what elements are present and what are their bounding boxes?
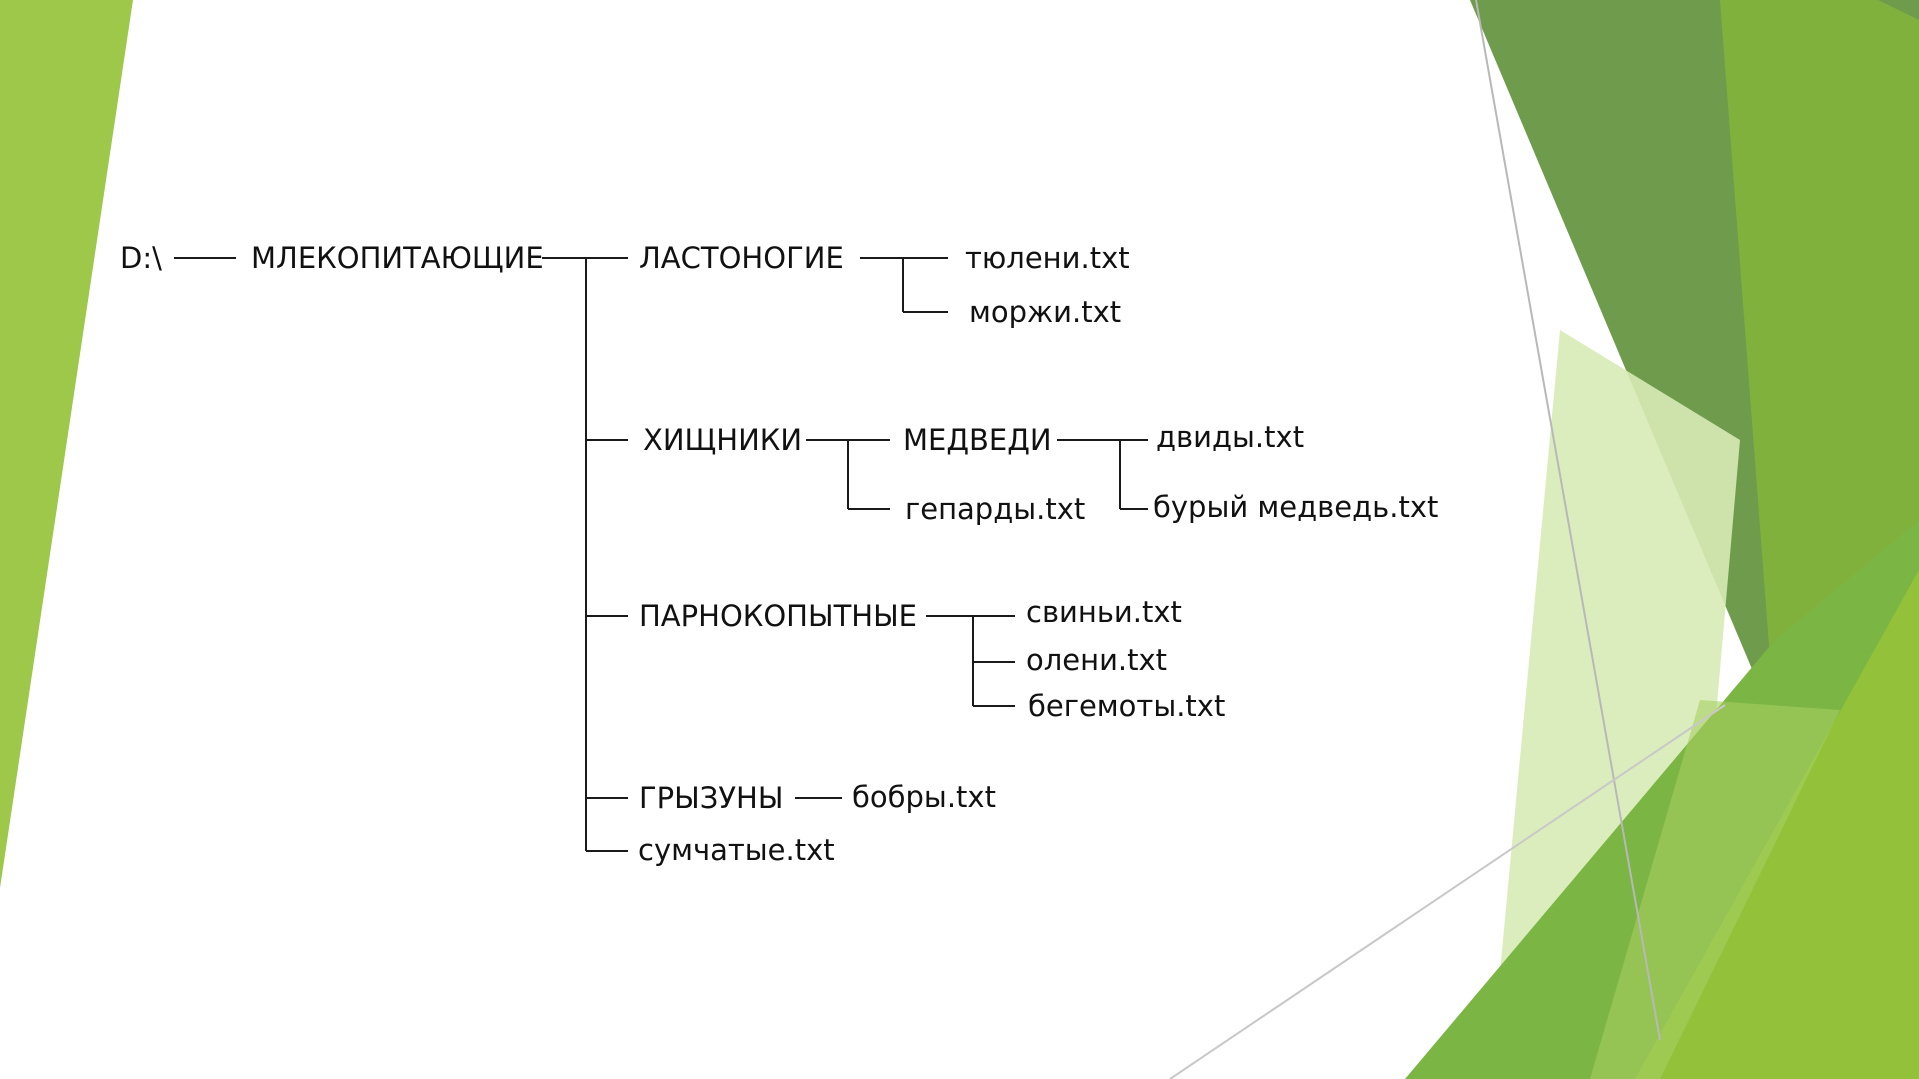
- file-pigs: свиньи.txt: [1026, 595, 1182, 629]
- folder-predators: ХИЩНИКИ: [643, 423, 803, 457]
- file-cheetahs: гепарды.txt: [905, 492, 1086, 526]
- file-species: двиды.txt: [1156, 420, 1305, 454]
- file-seals: тюлени.txt: [965, 241, 1130, 275]
- thin-diagonal-line-1: [1475, 0, 1661, 1041]
- folder-rodents: ГРЫЗУНЫ: [639, 781, 784, 815]
- folder-pinnipeds: ЛАСТОНОГИЕ: [639, 241, 844, 275]
- file-walruses: моржи.txt: [969, 295, 1122, 329]
- file-brown-bear: бурый медведь.txt: [1153, 490, 1439, 524]
- right-soft-triangle: [1590, 700, 1840, 1079]
- thin-diagonal-line-2: [1169, 704, 1726, 1079]
- left-lime-band: [0, 0, 133, 888]
- file-hippos: бегемоты.txt: [1028, 689, 1226, 723]
- file-beavers: бобры.txt: [852, 780, 996, 814]
- folder-ungulates: ПАРНОКОПЫТНЫЕ: [639, 599, 918, 633]
- folder-bears: МЕДВЕДИ: [903, 423, 1052, 457]
- file-deer: олени.txt: [1026, 643, 1168, 677]
- folder-mammals: МЛЕКОПИТАЮЩИЕ: [251, 241, 544, 275]
- root-drive-label: D:\: [120, 241, 162, 275]
- file-marsupials: сумчатые.txt: [638, 833, 835, 867]
